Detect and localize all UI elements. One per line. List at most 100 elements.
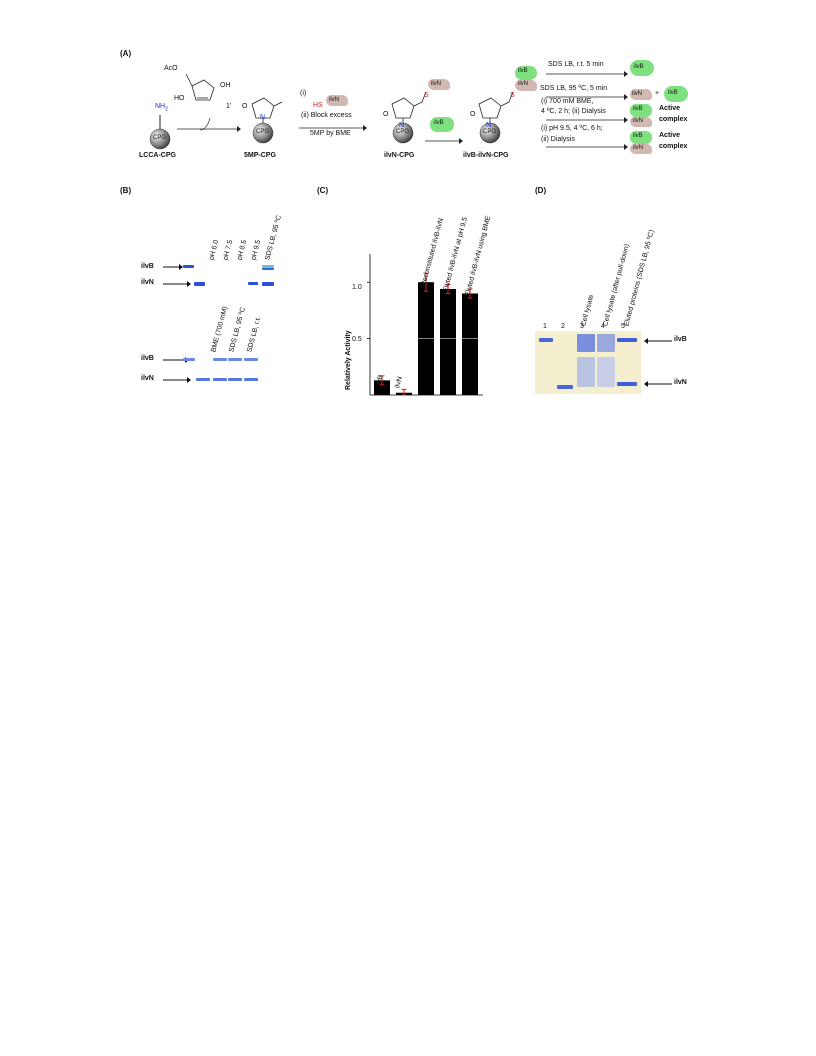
cpg-label-1: CPG: [153, 135, 167, 141]
reaction-arrow-2: [299, 125, 367, 131]
ilvn-blob-complex: [515, 80, 537, 91]
ilvn-blob-product-2: [630, 89, 652, 100]
o-label-1: O: [242, 103, 248, 110]
cpg-label-2: CPG: [256, 129, 270, 135]
condition-arrow-1: [546, 71, 628, 77]
gel-b-band-ilvb-ph95: [262, 265, 274, 268]
bar-4: [462, 293, 478, 395]
gel-b-band-ilvn-lane3: [213, 378, 227, 381]
gel-d-smear-lane4-low: [597, 357, 615, 387]
complex-label-1: complex: [659, 116, 688, 123]
ilvb-marker-bottom: ilvB: [141, 355, 154, 362]
ilvn-product-label-3: ilvN: [633, 118, 643, 124]
bar-0: [374, 380, 390, 395]
active-label-2: Active: [659, 132, 681, 139]
amine-label: NH2: [155, 103, 168, 113]
ilvn-arrow-bottom: [163, 377, 191, 383]
condition-1: SDS LB, r.t. 5 min: [548, 61, 604, 68]
ilvn-marker-d: ilvN: [674, 379, 687, 386]
ilvb-blob-reagent: [430, 117, 454, 132]
gel-b-band-ilvb-lane3: [213, 358, 227, 361]
ilvn-blob-product-3: [630, 117, 652, 127]
n-label-2: N: [399, 122, 405, 129]
n-label-3: N: [486, 122, 492, 129]
lane-number-4: 4: [601, 323, 605, 330]
ilvn-product-label-2: ilvN: [632, 91, 642, 97]
condition-3b: 4 ºC, 2 h; (ii) Dialysis: [541, 108, 606, 115]
ilvb-arrow-d: [644, 338, 672, 344]
gel-b-band-ilvb-lane1: [183, 358, 195, 361]
sds-page-gel: [535, 331, 641, 394]
bar-chart: [367, 254, 483, 396]
gel-b-band-ilvn-marker: [194, 282, 205, 286]
ilvb-reagent-label: ilvB: [434, 120, 444, 126]
condition-4b: (ii) Dialysis: [541, 136, 575, 143]
gel-d-smear-lane3-low: [577, 357, 595, 387]
step-i-label: (i): [300, 90, 307, 97]
o-label-2: O: [383, 111, 389, 118]
ilvb-blob-product-4: [630, 131, 652, 144]
ilvn-marker-bottom: ilvN: [141, 375, 154, 382]
oh-label: OH: [220, 82, 231, 89]
gel-d-band-ilvn-lane2: [557, 385, 573, 389]
reaction-arrow-3: [425, 138, 463, 144]
step-ii-label-2: 5MP by BME: [310, 130, 351, 137]
ilvb-blob-product-1: [630, 60, 654, 76]
lane-label-ph85: pH 8.5: [236, 239, 249, 261]
ho-label: HO: [174, 95, 185, 102]
condition-2: SDS LB, 95 ºC, 5 min: [540, 85, 608, 92]
ilvb-blob-complex: [515, 66, 537, 80]
y-axis-title: Relatively Activity: [345, 330, 352, 390]
lane-label-bme: BME (700 mM): [210, 305, 230, 353]
ilvn-arrow-top: [163, 281, 191, 287]
ilvn-label-1: ilvN: [431, 81, 441, 87]
lane-label-sds-95-bottom: SDS LB, 95 ºC: [228, 306, 247, 353]
step-ii-label-1: (ii) Block excess: [301, 112, 352, 119]
condition-arrow-3: [546, 117, 628, 123]
ilvn-blob-reagent: [326, 95, 348, 106]
gel-b-band-ilvb-marker: [183, 265, 194, 268]
reagent-structure: [185, 73, 215, 131]
ilvb-product-label-2: ilvB: [668, 90, 678, 96]
gel-d-band-ilvb-lane1: [539, 338, 553, 342]
lane-number-1: 1: [543, 323, 547, 330]
ilvb-blob-product-3: [630, 104, 652, 117]
gel-d-band-ilvb-lane5: [617, 338, 637, 342]
panel-a-label: (A): [120, 49, 132, 58]
5mp-cpg-structure: [251, 97, 283, 144]
gel-b-band-ilvn-lane4: [228, 378, 242, 381]
lane-label-sds-95-top: SDS LB, 95 ºC: [264, 214, 283, 261]
ilvb-arrow-top: [163, 264, 183, 270]
lane-label-ph60: pH 6.0: [208, 239, 221, 261]
lcca-cpg-name: LCCA-CPG: [139, 152, 176, 159]
gel-b-band-ilvn-ph95: [248, 282, 258, 285]
ilvn-complex-label: ilvN: [518, 81, 528, 87]
lane-number-3: 3: [580, 323, 584, 330]
aco-label: AcO: [164, 65, 178, 72]
ilvn-reagent-label: ilvN: [329, 97, 339, 103]
lane-label-ph95: pH 9.5: [250, 239, 263, 261]
gel-d-smear-lane3: [577, 334, 595, 352]
gel-d-smear-lane4: [597, 334, 615, 352]
condition-3a: (i) 700 mM BME,: [541, 98, 594, 105]
ilvb-marker-d: ilvB: [674, 336, 687, 343]
gel-d-band-ilvn-lane5: [617, 382, 637, 386]
ilvb-blob-product-2: [664, 86, 688, 102]
ilvn-product-label-4: ilvN: [633, 145, 643, 151]
lane-label-sds-rt: SDS LB, r.t.: [246, 315, 263, 353]
bar-3: [440, 288, 456, 395]
lane-label-ph75: pH 7.5: [222, 239, 235, 261]
plus-sign: +: [655, 90, 660, 97]
y-tick-label-1: 1.0: [352, 284, 362, 291]
5mp-cpg-name: 5MP-CPG: [244, 152, 276, 159]
s-label-2: S: [510, 92, 515, 99]
ilvb-product-label-4: ilvB: [633, 133, 643, 139]
y-tick-label-0: 0.5: [352, 336, 362, 343]
gel-b-band-ilvb-lane4: [228, 358, 242, 361]
condition-arrow-4: [546, 144, 628, 150]
ilvb-complex-label: ilvB: [518, 68, 528, 74]
lane-number-5: 5: [621, 323, 625, 330]
condition-arrow-2: [546, 94, 628, 100]
active-label-1: Active: [659, 105, 681, 112]
ilvn-arrow-d: [644, 381, 672, 387]
